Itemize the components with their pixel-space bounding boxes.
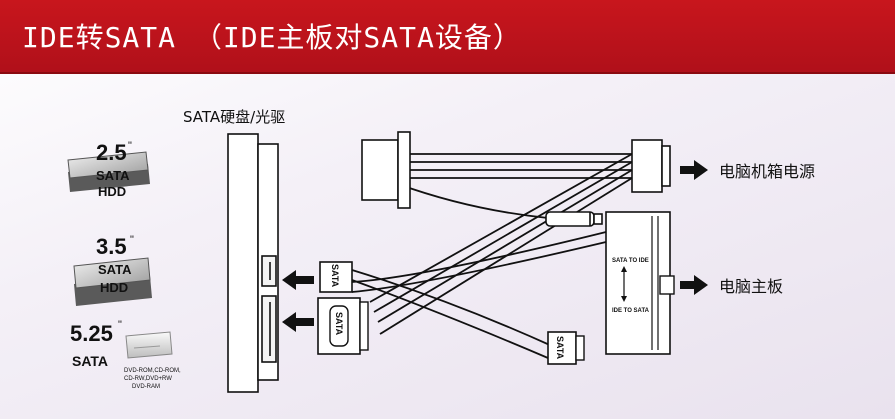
odd-size: 5.25: [70, 321, 113, 346]
title-banner: IDE转SATA （IDE主板对SATA设备）: [0, 0, 895, 74]
data-arrow-icon: [282, 270, 314, 290]
board-bottom-label: IDE TO SATA: [612, 308, 650, 314]
power-supply-label: 电脑机箱电源: [719, 162, 815, 181]
sata-data-end-label: SATA: [555, 336, 565, 360]
hdd35-size: 3.5: [96, 234, 127, 259]
ide-adapter-board: SATA TO IDE IDE TO SATA: [605, 211, 675, 355]
odd-unit: ": [118, 319, 122, 331]
odd-line1: SATA: [72, 353, 108, 369]
hdd35-line1: SATA: [98, 262, 132, 277]
hdd35-unit: ": [130, 234, 134, 246]
sata-data-connector: SATA: [319, 261, 353, 293]
motherboard-arrow-icon: [680, 275, 708, 295]
power-supply-connector: [631, 139, 671, 193]
hdd25-line1: SATA: [96, 168, 130, 183]
sata-power-connector: SATA: [317, 297, 369, 355]
odd-format-1: DVD-ROM,CD-ROM,: [124, 368, 181, 374]
power-supply-arrow-icon: [680, 160, 708, 180]
hdd-3-5-icon: 3.5 " SATA HDD: [73, 234, 152, 306]
odd-format-2: CD-RW,DVD+RW: [124, 376, 172, 382]
hdd35-line2: HDD: [100, 280, 128, 295]
sata-device-label: SATA硬盘/光驱: [183, 108, 285, 126]
sata-drive-body: [227, 133, 279, 393]
hdd-2-5-icon: 2.5 " SATA HDD: [67, 140, 150, 199]
board-top-label: SATA TO IDE: [612, 258, 649, 264]
power-arrow-icon: [282, 312, 314, 332]
cables: [351, 153, 633, 359]
hdd25-line2: HDD: [98, 184, 126, 199]
sata-power-connector-label: SATA: [334, 312, 344, 336]
ide-power-pin-connector: [545, 211, 603, 227]
optical-drive-icon: 5.25 " SATA DVD-ROM,CD-ROM, CD-RW,DVD+RW…: [70, 319, 181, 390]
molex-connector: [361, 131, 411, 209]
hdd25-size: 2.5: [96, 140, 127, 165]
hdd25-unit: ": [128, 140, 132, 152]
sata-data-end-connector: SATA: [547, 331, 585, 365]
page-title: IDE转SATA （IDE主板对SATA设备）: [22, 21, 522, 54]
motherboard-label: 电脑主板: [719, 277, 783, 296]
sata-data-connector-label: SATA: [330, 264, 340, 288]
odd-format-3: DVD-RAM: [132, 384, 160, 390]
